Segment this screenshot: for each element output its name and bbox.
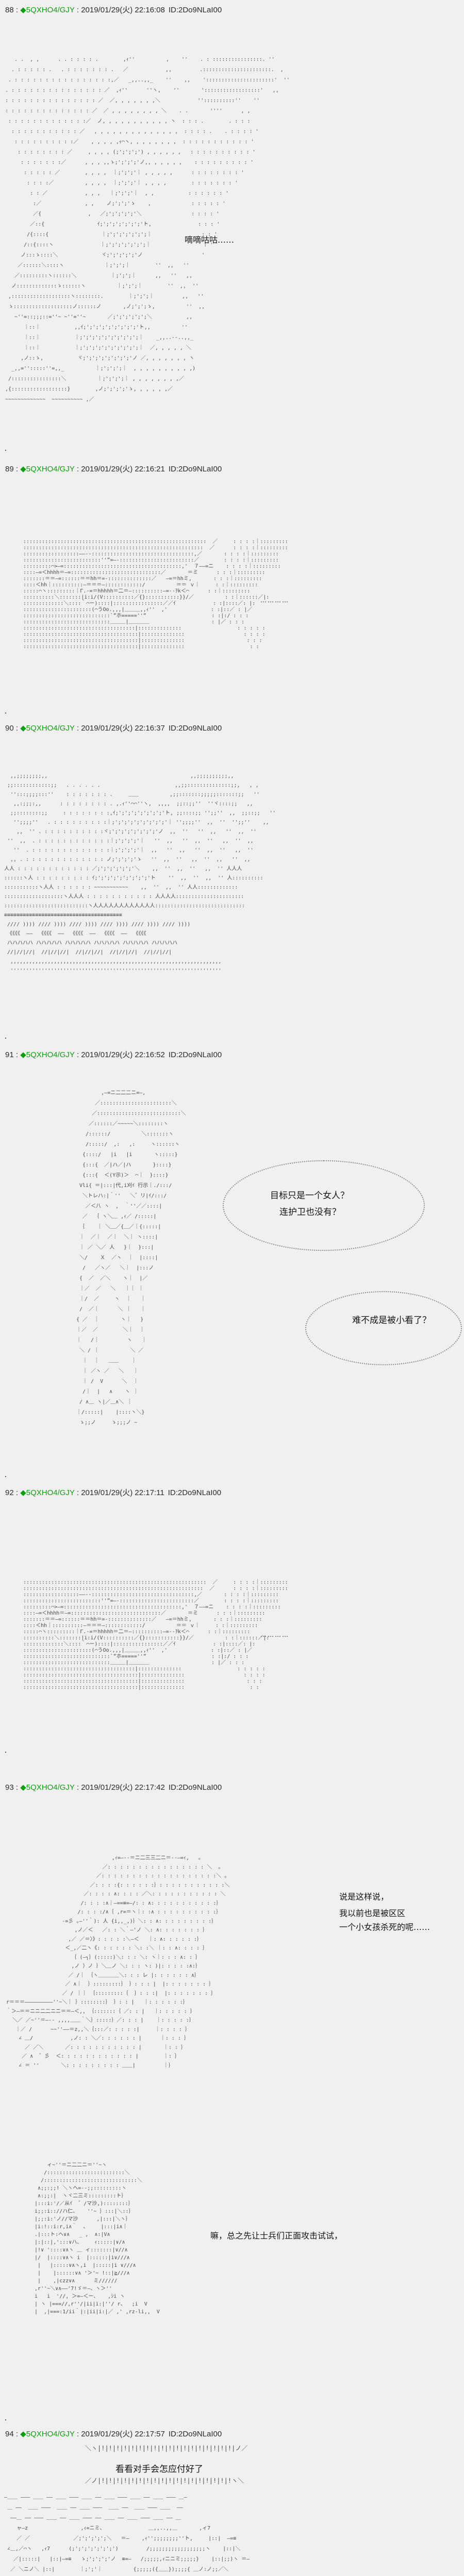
dot-separator: . <box>4 708 8 716</box>
dialog-text: 连护卫也没有？ <box>279 1207 341 1217</box>
post-header: 92 : ◆5QXHO4/GJY : 2019/01/29(火) 22:17:1… <box>5 1487 221 1498</box>
tripcode: ◆5QXHO4/GJY <box>20 724 75 733</box>
post-header: 91 : ◆5QXHO4/GJY : 2019/01/29(火) 22:16:5… <box>5 1049 222 1060</box>
post-datetime: 2019/01/29(火) 22:16:08 <box>81 6 165 14</box>
ascii-art-landscape: ,,;;;;;;;;,, ,,;;;;;;;;;;,, ;;::::::::::… <box>4 773 276 974</box>
burst-bubble-bottom: ／ノ|!|!|!|!|!|!|!|!|!|!|!|!|!|!|!|!|!|!ヽ＼ <box>85 2477 244 2484</box>
post-id: ID:2Do9NLaI00 <box>168 1488 222 1497</box>
dialog-ellipsis: ………… <box>260 1631 289 1638</box>
post-id: ID:2Do9NLaI00 <box>168 2430 222 2438</box>
tripcode: ◆5QXHO4/GJY <box>20 1783 75 1792</box>
post-header: 94 : ◆5QXHO4/GJY : 2019/01/29(火) 22:17:5… <box>5 2428 222 2439</box>
post-datetime: 2019/01/29(火) 22:17:42 <box>81 1783 165 1792</box>
dialog-text: 难不成是被小看了？ <box>352 1315 431 1326</box>
separator: : <box>74 1783 81 1792</box>
post-header: 88 : ◆5QXHO4/GJY : 2019/01/29(火) 22:16:0… <box>5 4 222 15</box>
dialog-text: 嘀嘀咕咕…… <box>185 235 235 245</box>
post-number: 88 <box>5 6 14 14</box>
dot-separator: . <box>4 1747 8 1755</box>
post-header: 89 : ◆5QXHO4/GJY : 2019/01/29(火) 22:16:2… <box>5 463 222 474</box>
separator: : <box>13 1783 21 1792</box>
dialog-text: 看看对手会怎应付好了 <box>115 2464 203 2475</box>
post-id: ID:2Do9NLaI00 <box>168 1783 222 1792</box>
separator: : <box>74 1050 81 1059</box>
tripcode: ◆5QXHO4/GJY <box>20 2430 75 2438</box>
separator: : <box>13 465 21 473</box>
separator: : <box>13 1488 21 1497</box>
post-number: 92 <box>5 1488 14 1497</box>
dialog-text: 一个小女孩杀死的呢…… <box>339 1922 430 1932</box>
tripcode: ◆5QXHO4/GJY <box>20 1050 75 1059</box>
post-id: ID:2Do9NLaI00 <box>168 1050 222 1059</box>
post-id: ID:2Do9NLaI00 <box>168 6 222 14</box>
separator: : <box>74 2430 81 2438</box>
dialog-ellipsis: ………… <box>260 597 289 604</box>
speech-bubble <box>305 1291 462 1365</box>
dot-separator: . <box>4 1471 8 1479</box>
tripcode: ◆5QXHO4/GJY <box>20 465 75 473</box>
separator: : <box>74 465 81 473</box>
dot-separator: . <box>4 1033 8 1041</box>
post-number: 89 <box>5 465 14 473</box>
post-header: 93 : ◆5QXHO4/GJY : 2019/01/29(火) 22:17:4… <box>5 1782 222 1792</box>
post-number: 91 <box>5 1050 14 1059</box>
post-datetime: 2019/01/29(火) 22:16:52 <box>81 1050 165 1059</box>
tripcode: ◆5QXHO4/GJY <box>20 1488 75 1497</box>
ascii-art-sleeping-face: ::::::::::::::::::::::::::::::::::::::::… <box>23 539 288 650</box>
separator: : <box>74 1488 81 1497</box>
dot-separator: . <box>4 445 8 453</box>
post-datetime: 2019/01/29(火) 22:16:37 <box>81 724 165 733</box>
ascii-art-portrait: ィ~''＝ニ二二ニ＝''~ヽ /::::::::::::::::::::::::… <box>35 2162 160 2315</box>
post-number: 94 <box>5 2430 14 2438</box>
speech-bubble <box>223 1160 425 1251</box>
separator: : <box>74 6 81 14</box>
dialog-text: 嘛，总之先让士兵们正面攻击试试， <box>210 2231 343 2241</box>
ascii-art-scene: . . , , . . : : : : . ,ｨ'' , '' . : ::::… <box>5 57 290 402</box>
dialog-text: 我以前也是被区区 <box>339 1908 406 1918</box>
separator: : <box>13 2430 21 2438</box>
ascii-art-sleeping-face: ::::::::::::::::::::::::::::::::::::::::… <box>23 1580 288 1690</box>
post-datetime: 2019/01/29(火) 22:17:57 <box>81 2430 165 2438</box>
dot-separator: . <box>4 2415 8 2422</box>
separator: : <box>74 724 81 733</box>
post-id: ID:2Do9NLaI00 <box>168 724 222 733</box>
burst-bubble-top: ＼ヽ|!|!|!|!|!|!|!|!|!|!|!|!|!|!|!|!|!|!|ノ… <box>85 2445 248 2452</box>
post-header: 90 : ◆5QXHO4/GJY : 2019/01/29(火) 22:16:3… <box>5 722 222 733</box>
ascii-art-battle: —＿＿ ——— ＿＿ —— ＿＿ ——— ＿＿ —— ＿＿ ——— ＿＿ —— … <box>4 2495 250 2572</box>
post-datetime: 2019/01/29(火) 22:16:21 <box>81 465 165 473</box>
post-id: ID:2Do9NLaI00 <box>168 465 222 473</box>
post-number: 90 <box>5 724 14 733</box>
ascii-art-rifle-girl: ,ｨ=—--＝ニ二三三二ニ＝--—=ｨ, ｡ ／: : : : : : : : … <box>6 1855 230 2069</box>
separator: : <box>13 6 21 14</box>
separator: : <box>13 724 21 733</box>
post-number: 93 <box>5 1783 14 1792</box>
tripcode: ◆5QXHO4/GJY <box>20 6 75 14</box>
dialog-text: 说是这样说， <box>339 1892 389 1902</box>
separator: : <box>13 1050 21 1059</box>
ascii-art-girl: ,—=ニ二二二ニ=—, ／:::::::::::::::::::::::＼ ／:… <box>76 1090 186 1426</box>
post-datetime: 2019/01/29(火) 22:17:11 <box>81 1488 164 1497</box>
dialog-text: 目标只是一个女人？ <box>270 1191 349 1201</box>
